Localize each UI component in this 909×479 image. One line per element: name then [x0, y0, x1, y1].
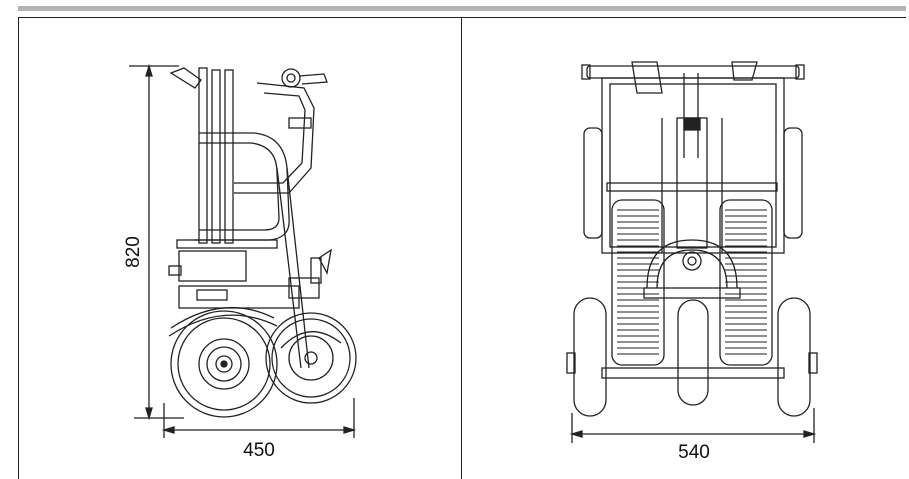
table-left-border [18, 17, 19, 479]
table-divider [461, 17, 462, 479]
length-dimension-line [161, 398, 357, 438]
height-dimension-line [129, 63, 184, 421]
scooter-front-illustration [566, 61, 818, 417]
side-view-panel: 820 450 [19, 18, 461, 479]
side-view-drawing: 820 450 [123, 63, 357, 461]
header-rule [18, 6, 906, 11]
length-label: 450 [243, 440, 275, 461]
width-dimension-line [569, 408, 817, 443]
scooter-side-illustration [168, 67, 357, 418]
table-top-border [18, 17, 906, 18]
front-view-panel: 540 [462, 18, 906, 479]
width-label: 540 [678, 442, 710, 463]
height-label: 820 [123, 236, 144, 268]
front-view-drawing: 540 [566, 61, 818, 463]
